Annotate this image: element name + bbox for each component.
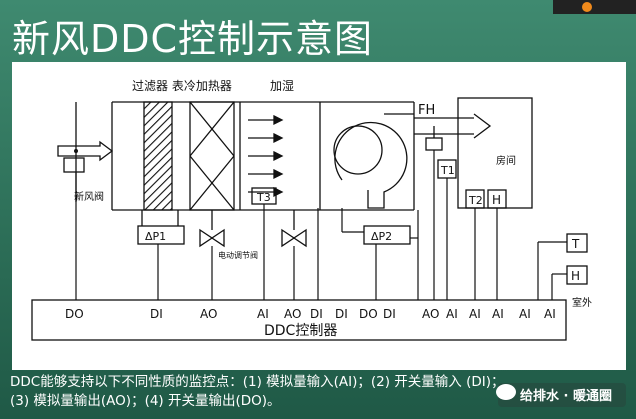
fire-damper-icon bbox=[425, 137, 443, 151]
io-point: AO bbox=[422, 307, 439, 321]
dp2-label: ΔP2 bbox=[371, 230, 392, 243]
controller-label: DDC控制器 bbox=[264, 323, 337, 339]
logo-dot-icon bbox=[582, 2, 592, 12]
supply-duct bbox=[414, 113, 492, 139]
wechat-icon bbox=[496, 384, 516, 400]
diagram-panel: 过滤器 表冷加热器 加湿 新风阀 bbox=[12, 62, 626, 370]
corner-logo-bar bbox=[553, 0, 636, 14]
io-point: AO bbox=[200, 307, 217, 321]
signal-wires bbox=[75, 150, 567, 300]
slide-title: 新风DDC控制示意图 bbox=[12, 17, 374, 61]
watermark-badge bbox=[498, 383, 626, 407]
io-point: AI bbox=[257, 307, 269, 321]
fresh-air-valve-label: 新风阀 bbox=[74, 190, 104, 203]
caption-line-1: DDC能够支持以下不同性质的监控点：(1) 模拟量输入(AI)；(2) 开关量输… bbox=[10, 374, 505, 390]
h-room-label: H bbox=[492, 193, 501, 207]
io-point: AI bbox=[446, 307, 458, 321]
coil-icon bbox=[189, 101, 235, 211]
io-point: AI bbox=[544, 307, 556, 321]
fan-icon bbox=[333, 113, 414, 209]
io-point: DI bbox=[383, 307, 396, 321]
components-label: 过滤器 表冷加热器 bbox=[132, 79, 232, 93]
room-box bbox=[457, 97, 533, 209]
caption-line-2: (3) 模拟量输出(AO)；(4) 开关量输出(DO)。 bbox=[10, 393, 281, 409]
io-point: DO bbox=[359, 307, 378, 321]
humidifier-icon bbox=[248, 114, 284, 198]
ddc-controller-box bbox=[31, 299, 567, 341]
h-outdoor-label: H bbox=[571, 269, 580, 283]
caption: DDC能够支持以下不同性质的监控点：(1) 模拟量输入(AI)；(2) 开关量输… bbox=[10, 373, 610, 411]
io-point: AI bbox=[519, 307, 531, 321]
io-point: AO bbox=[284, 307, 301, 321]
io-point: DI bbox=[335, 307, 348, 321]
humidifier-label: 加湿 bbox=[270, 78, 294, 93]
valve-label: 电动调节阀 bbox=[218, 250, 258, 260]
ddc-diagram: 过滤器 表冷加热器 加湿 新风阀 bbox=[31, 78, 592, 341]
fresh-air-valve-icon bbox=[57, 102, 114, 202]
io-point: AI bbox=[469, 307, 481, 321]
room-label: 房间 bbox=[496, 154, 516, 167]
filter-icon bbox=[143, 101, 173, 211]
valve-icon bbox=[199, 210, 307, 248]
t3-label: T3 bbox=[256, 191, 271, 204]
io-point: DO bbox=[65, 307, 84, 321]
fh-label: FH bbox=[418, 103, 435, 118]
io-point: DI bbox=[310, 307, 323, 321]
dp1-label: ΔP1 bbox=[145, 230, 166, 243]
t2-label: T2 bbox=[468, 194, 483, 207]
watermark-text: 给排水 · 暖通圈 bbox=[520, 389, 612, 404]
t1-label: T1 bbox=[440, 164, 455, 177]
io-point: DI bbox=[150, 307, 163, 321]
io-point: AI bbox=[492, 307, 504, 321]
outdoor-label: 室外 bbox=[572, 296, 592, 309]
t-outdoor-label: T bbox=[571, 237, 580, 251]
